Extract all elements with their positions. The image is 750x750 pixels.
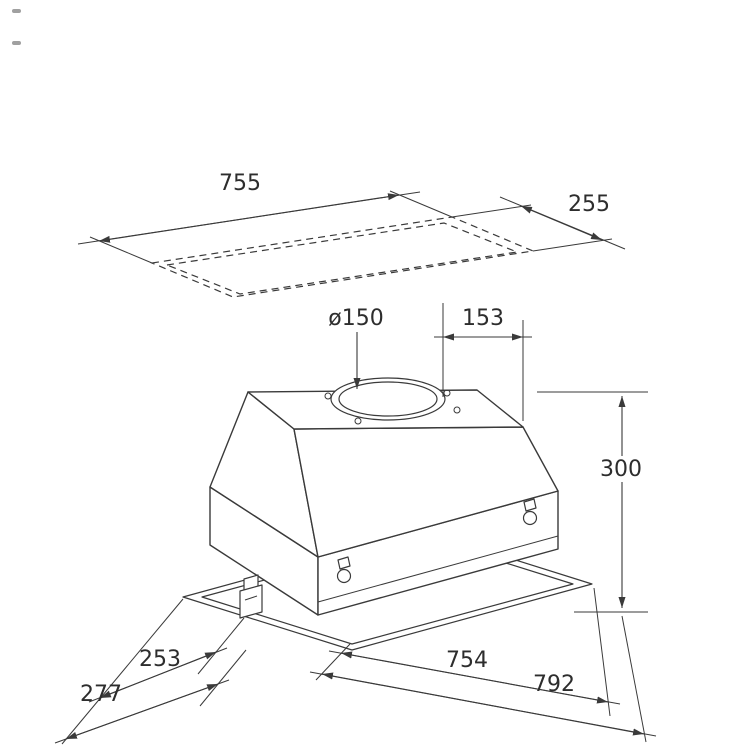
extension-line — [199, 649, 247, 707]
extension-line — [532, 238, 613, 252]
extension-line — [621, 615, 647, 743]
bolt-hole — [324, 392, 332, 400]
extension-line — [197, 617, 245, 675]
label-mask — [598, 456, 645, 482]
dim-line-cutout-depth — [520, 205, 603, 241]
dimension-annotations: ø150 153 300 253 277 754 792 — [54, 303, 657, 745]
spring-clip-right — [522, 498, 538, 526]
dim-cutout-depth-label: 255 — [568, 192, 610, 217]
dim-line-depth-outer — [65, 683, 219, 740]
bolt-hole — [453, 406, 461, 414]
dim-line-cutout-width — [98, 193, 400, 243]
extension-line — [451, 204, 532, 218]
artifact-mark — [12, 9, 21, 13]
clip-tab — [337, 556, 351, 570]
dim-duct-offset-label: 153 — [462, 306, 504, 331]
dim-cutout-width-label: 755 — [219, 171, 261, 196]
spring-clip-left — [336, 556, 352, 584]
artifact-mark — [12, 41, 21, 45]
dim-width-inner-label: 754 — [446, 648, 488, 673]
cutout-top-view: 755 255 — [77, 171, 626, 298]
dim-depth-inner-label: 253 — [139, 647, 181, 672]
hood-body — [182, 377, 593, 651]
extension-line — [315, 643, 351, 681]
clip-knob — [336, 568, 352, 584]
clip-tab — [523, 498, 537, 512]
dim-body-height-label: 300 — [600, 457, 642, 482]
latch-slot — [244, 595, 258, 601]
cutout-outline-outer — [149, 216, 536, 298]
dim-width-outer-label: 792 — [533, 672, 575, 697]
clip-knob — [522, 510, 538, 526]
corner-artifacts — [12, 9, 21, 45]
bolt-hole — [354, 417, 362, 425]
latch-bracket — [239, 574, 263, 619]
band-seam-line — [317, 535, 559, 603]
dim-line-width-outer — [321, 672, 645, 736]
latch-body — [239, 584, 263, 619]
dim-depth-outer-label: 277 — [80, 682, 122, 707]
duct-spigot-inner — [338, 381, 438, 417]
bolt-hole — [443, 389, 451, 397]
dim-duct-diameter-label: ø150 — [328, 306, 383, 331]
extension-line — [593, 587, 611, 717]
